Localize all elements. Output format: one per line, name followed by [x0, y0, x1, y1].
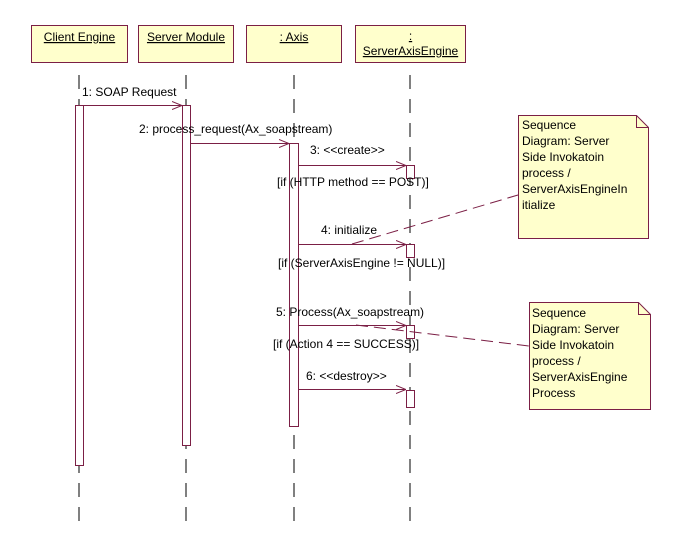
activation-sae-initialize	[406, 244, 415, 258]
message-1[interactable]: 1: SOAP Request	[82, 85, 182, 106]
message-label: 5: Process(Ax_soapstream)	[276, 305, 424, 319]
message-5[interactable]: 5: Process(Ax_soapstream) [if (Action 4 …	[273, 305, 424, 351]
message-label: 2: process_request(Ax_soapstream)	[139, 122, 332, 136]
note-connector-process	[355, 324, 530, 347]
object-label: Server Module	[147, 30, 225, 44]
message-label: 6: <<destroy>>	[306, 369, 387, 383]
message-4[interactable]: 4: initialize [if (ServerAxisEngine != N…	[278, 223, 445, 270]
activation-sae-create	[406, 165, 415, 179]
object-label: :	[409, 29, 412, 43]
object-label: ServerAxisEngine	[363, 44, 459, 58]
message-guard: [if (HTTP method == POST)]	[277, 175, 429, 189]
message-guard: [if (Action 4 == SUCCESS)]	[273, 337, 419, 351]
activation-server	[182, 105, 191, 446]
object-server-axis-engine[interactable]: : ServerAxisEngine	[355, 25, 466, 63]
object-client[interactable]: Client Engine	[31, 25, 128, 63]
note-line: Process	[532, 386, 575, 400]
activation-client	[75, 105, 84, 466]
object-server[interactable]: Server Module	[138, 25, 234, 63]
note-line: Diagram: Server	[532, 322, 619, 336]
message-guard: [if (ServerAxisEngine != NULL)]	[278, 256, 445, 270]
message-3[interactable]: 3: <<create>> [if (HTTP method == POST)]	[277, 143, 429, 189]
note-line: process /	[522, 166, 571, 180]
activation-axis	[289, 143, 299, 427]
note-line: process /	[532, 354, 581, 368]
message-label: 3: <<create>>	[310, 143, 385, 157]
message-label: 4: initialize	[321, 223, 377, 237]
message-2[interactable]: 2: process_request(Ax_soapstream)	[139, 122, 332, 144]
note-line: ServerAxisEngineIn	[522, 182, 627, 196]
object-label: : Axis	[280, 30, 309, 44]
note-line: itialize	[522, 198, 556, 212]
object-axis[interactable]: : Axis	[246, 25, 342, 63]
note-line: Sequence	[532, 306, 586, 320]
note-connector-initialize	[351, 194, 519, 245]
note-line: Side Invokatoin	[532, 338, 614, 352]
note-line: Diagram: Server	[522, 134, 609, 148]
note-line: ServerAxisEngine	[532, 370, 628, 384]
note-line: Side Invokatoin	[522, 150, 604, 164]
message-label: 1: SOAP Request	[82, 85, 177, 99]
message-6[interactable]: 6: <<destroy>>	[299, 369, 406, 390]
note-process[interactable]: Sequence Diagram: Server Side Invokatoin…	[529, 302, 651, 410]
activation-sae-destroy	[406, 390, 415, 408]
object-label: Client Engine	[44, 30, 116, 44]
activations	[75, 105, 415, 466]
note-line: Sequence	[522, 118, 576, 132]
note-initialize[interactable]: Sequence Diagram: Server Side Invokatoin…	[518, 115, 649, 239]
